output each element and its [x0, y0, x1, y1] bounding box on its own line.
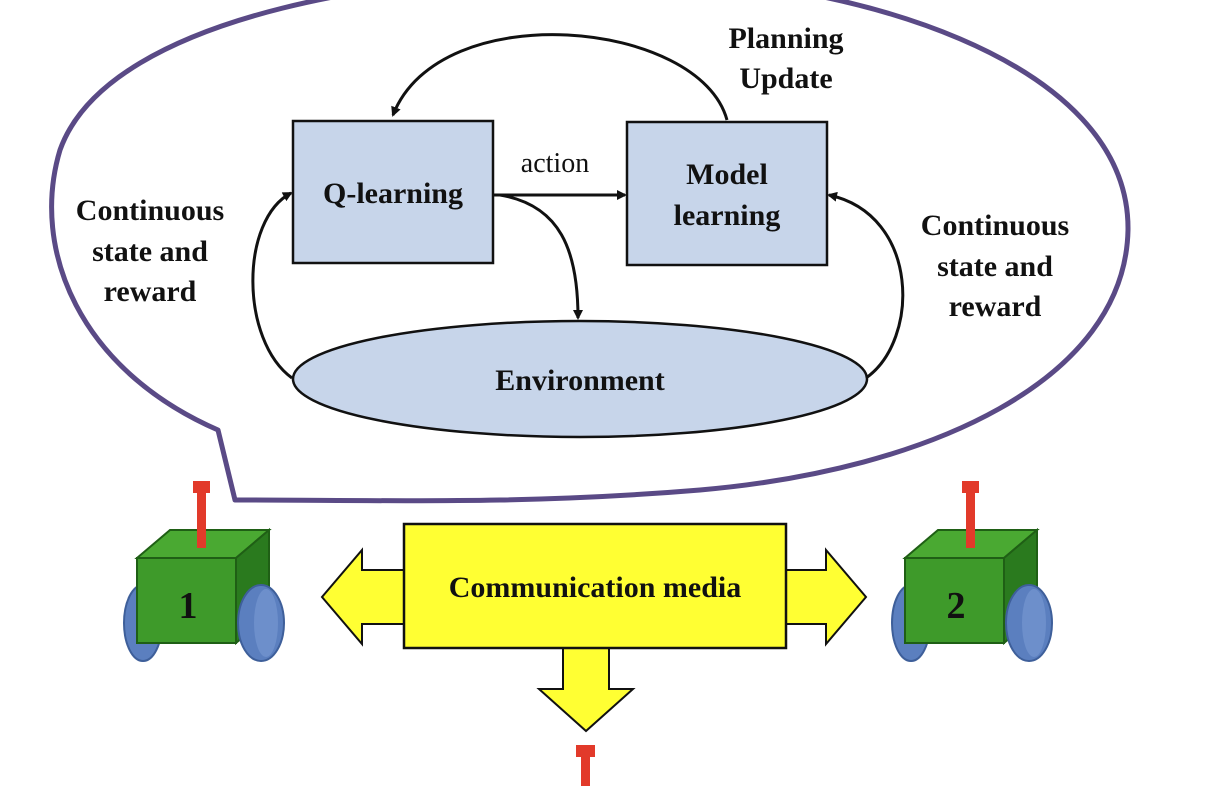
planning-label-line2: Update: [739, 62, 832, 95]
q-learning-box: [291, 119, 495, 265]
communication-media-box: [402, 522, 788, 650]
right-state-label-line1: Continuous: [921, 209, 1069, 242]
right-state-reward-arrow: [827, 191, 905, 380]
model-learning-label-line1: Model: [686, 158, 768, 191]
bottom-antenna-icon: [576, 745, 595, 786]
planning-label-line1: Planning: [728, 22, 843, 55]
action-label: action: [521, 148, 589, 179]
communication-down-arrow: [536, 647, 636, 733]
left-state-label-line1: Continuous: [76, 194, 224, 227]
communication-left-arrow: [320, 547, 406, 647]
left-state-label-line3: reward: [104, 275, 197, 308]
robot-1-label: 1: [179, 585, 198, 627]
robot-2-label: 2: [947, 585, 966, 627]
action-to-environment-arrow: [499, 193, 583, 320]
right-state-label-line2: state and: [937, 250, 1053, 283]
robot-2-icon: [891, 481, 1053, 662]
q-learning-label: Q-learning: [323, 177, 463, 210]
left-state-reward-arrow: [251, 191, 293, 380]
robot-1-icon: [123, 481, 285, 662]
planning-update-arrow: [391, 33, 729, 121]
right-state-label-line3: reward: [949, 290, 1042, 323]
communication-right-arrow: [785, 547, 868, 647]
model-learning-box: [625, 120, 829, 267]
environment-label: Environment: [495, 364, 664, 397]
left-state-label-line2: state and: [92, 235, 208, 268]
model-learning-label-line2: learning: [674, 199, 781, 232]
communication-media-label: Communication media: [449, 571, 742, 604]
